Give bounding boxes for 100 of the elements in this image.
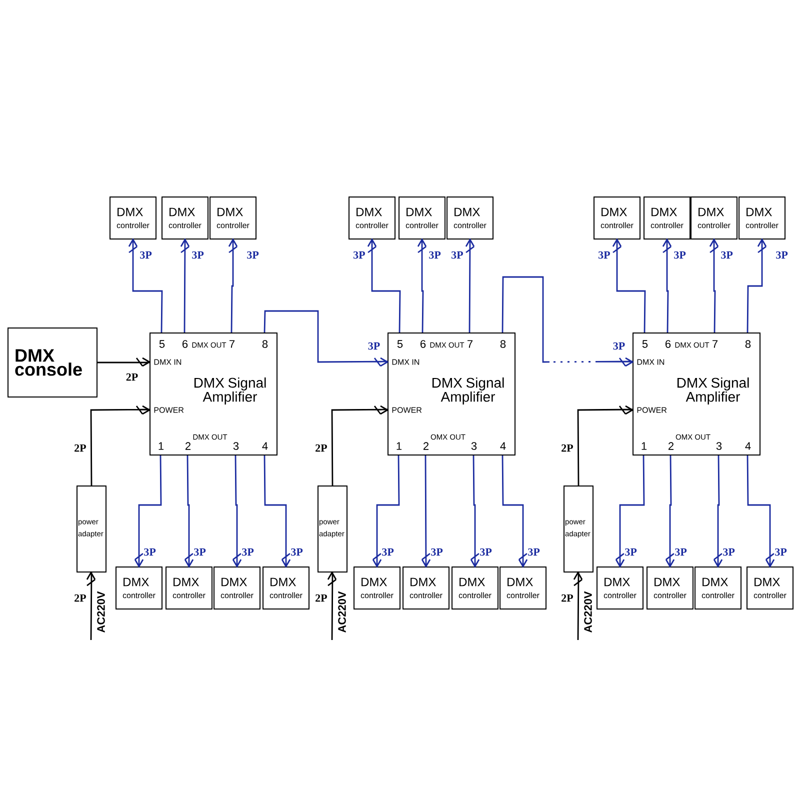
controller-box: DMX controller — [402, 566, 450, 610]
pin-number: 4 — [745, 442, 751, 450]
controller-box: DMX controller — [262, 566, 310, 610]
edge-label: 3P — [246, 250, 260, 260]
connector-arrow — [465, 238, 475, 334]
controller-box: DMX controller — [452, 566, 498, 610]
controller-box: DMX controller — [594, 196, 640, 240]
edge-label: 3P — [598, 250, 611, 260]
edge-label: 3P — [479, 548, 492, 556]
connector-arrow — [709, 238, 719, 334]
connector-arrow — [90, 405, 151, 486]
controller-box: DMX controller — [214, 566, 260, 610]
controller-box: DMX controller — [738, 196, 786, 240]
connector-arrow — [665, 454, 675, 568]
edge-label: 2P — [125, 372, 139, 382]
controller-box: DMX controller — [210, 196, 256, 240]
connector-arrow — [184, 454, 194, 568]
connector-arrow — [264, 454, 291, 568]
edge-label: 3P — [674, 548, 688, 556]
connector-arrow — [746, 238, 767, 334]
edge-label: 3P — [352, 250, 366, 260]
connector-arrow — [713, 454, 723, 568]
controller-box: DMX controller — [162, 196, 208, 240]
edge-label: 3P — [720, 250, 734, 260]
connector-arrow — [232, 454, 242, 568]
pin-number: 8 — [500, 340, 506, 348]
connector-arrow — [96, 357, 151, 367]
pin-number: 8 — [262, 340, 268, 348]
edge-label: 3P — [527, 548, 540, 556]
connector-arrow — [470, 454, 480, 568]
controller-box: DMX controller — [354, 566, 400, 610]
pin-number: 7 — [230, 340, 234, 348]
pin-number: 3 — [471, 442, 477, 450]
edge-label: 2P — [74, 594, 87, 602]
edge-label: 3P — [624, 548, 638, 556]
connector-arrow — [612, 238, 646, 334]
edge-label: 2P — [314, 444, 328, 452]
connector-arrow — [134, 454, 162, 568]
pin-number: 3 — [716, 442, 722, 450]
controller-box: DMX controller — [690, 196, 738, 240]
connector-arrow — [372, 454, 400, 568]
connector-arrow — [502, 454, 528, 568]
edge-label: 3P — [139, 250, 152, 260]
edge-label: 3P — [450, 250, 464, 260]
connector-arrow — [228, 238, 238, 334]
edge-label: 3P — [722, 548, 736, 556]
controller-box: DMX controller — [398, 196, 446, 240]
edge-label: 3P — [775, 250, 788, 260]
pin-number: 5 — [642, 340, 648, 348]
amplifier-title: DMX Signal Amplifier — [677, 377, 749, 405]
amplifier-title: DMX Signal Amplifier — [194, 377, 266, 405]
connector-arrow — [327, 571, 337, 641]
controller-box: DMX controller — [596, 566, 644, 610]
port-label: DMX IN — [154, 359, 182, 365]
voltage-label: AC220V — [338, 591, 346, 633]
edge-label: 2P — [560, 444, 574, 452]
pin-number: 3 — [233, 442, 239, 450]
edge-label: 3P — [673, 250, 686, 260]
controller-box: DMX controller — [646, 566, 694, 610]
connector-arrow — [502, 276, 634, 367]
controller-box: DMX controller — [110, 196, 156, 240]
connector-arrow — [662, 238, 672, 334]
pin-number: 2 — [424, 442, 429, 450]
controller-box: DMX controller — [694, 566, 742, 610]
controller-box: DMX controller — [166, 566, 212, 610]
pin-number: 1 — [158, 442, 164, 450]
connector-arrow — [180, 238, 190, 334]
pin-number: 1 — [396, 442, 402, 450]
port-label: POWER — [637, 407, 667, 413]
port-label: POWER — [154, 407, 184, 413]
controller-box: DMX controller — [644, 196, 690, 240]
connector-arrow — [746, 454, 775, 568]
edge-label: 2P — [314, 594, 328, 602]
edge-label: 3P — [774, 548, 788, 556]
controller-box: DMX controller — [446, 196, 494, 240]
connector-arrow — [264, 310, 389, 367]
connector-arrow — [421, 454, 431, 568]
connector-arrow — [577, 405, 634, 486]
pin-number: 8 — [745, 340, 751, 348]
console-box: DMX console — [8, 328, 98, 398]
port-label: DMX IN — [637, 359, 664, 365]
edge-label: 3P — [430, 548, 444, 556]
controller-box: DMX controller — [746, 566, 794, 610]
edge-label: 3P — [191, 250, 204, 260]
edge-label: 3P — [143, 548, 156, 556]
edge-label: 3P — [290, 548, 304, 556]
connector-arrow — [331, 405, 389, 486]
connector-arrow — [417, 238, 427, 334]
edge-label: 3P — [381, 548, 394, 556]
pin-number: 7 — [468, 340, 473, 348]
port-label: POWER — [392, 407, 422, 413]
connector-arrow — [573, 571, 583, 641]
voltage-label: AC220V — [584, 591, 592, 633]
pin-number: 5 — [159, 340, 165, 348]
pin-number: 5 — [397, 340, 403, 348]
pin-number: 7 — [712, 340, 718, 348]
controller-box: DMX controller — [348, 196, 396, 240]
edge-label: 2P — [560, 594, 574, 602]
voltage-label: AC220V — [97, 591, 105, 633]
connector-arrow — [86, 571, 96, 641]
